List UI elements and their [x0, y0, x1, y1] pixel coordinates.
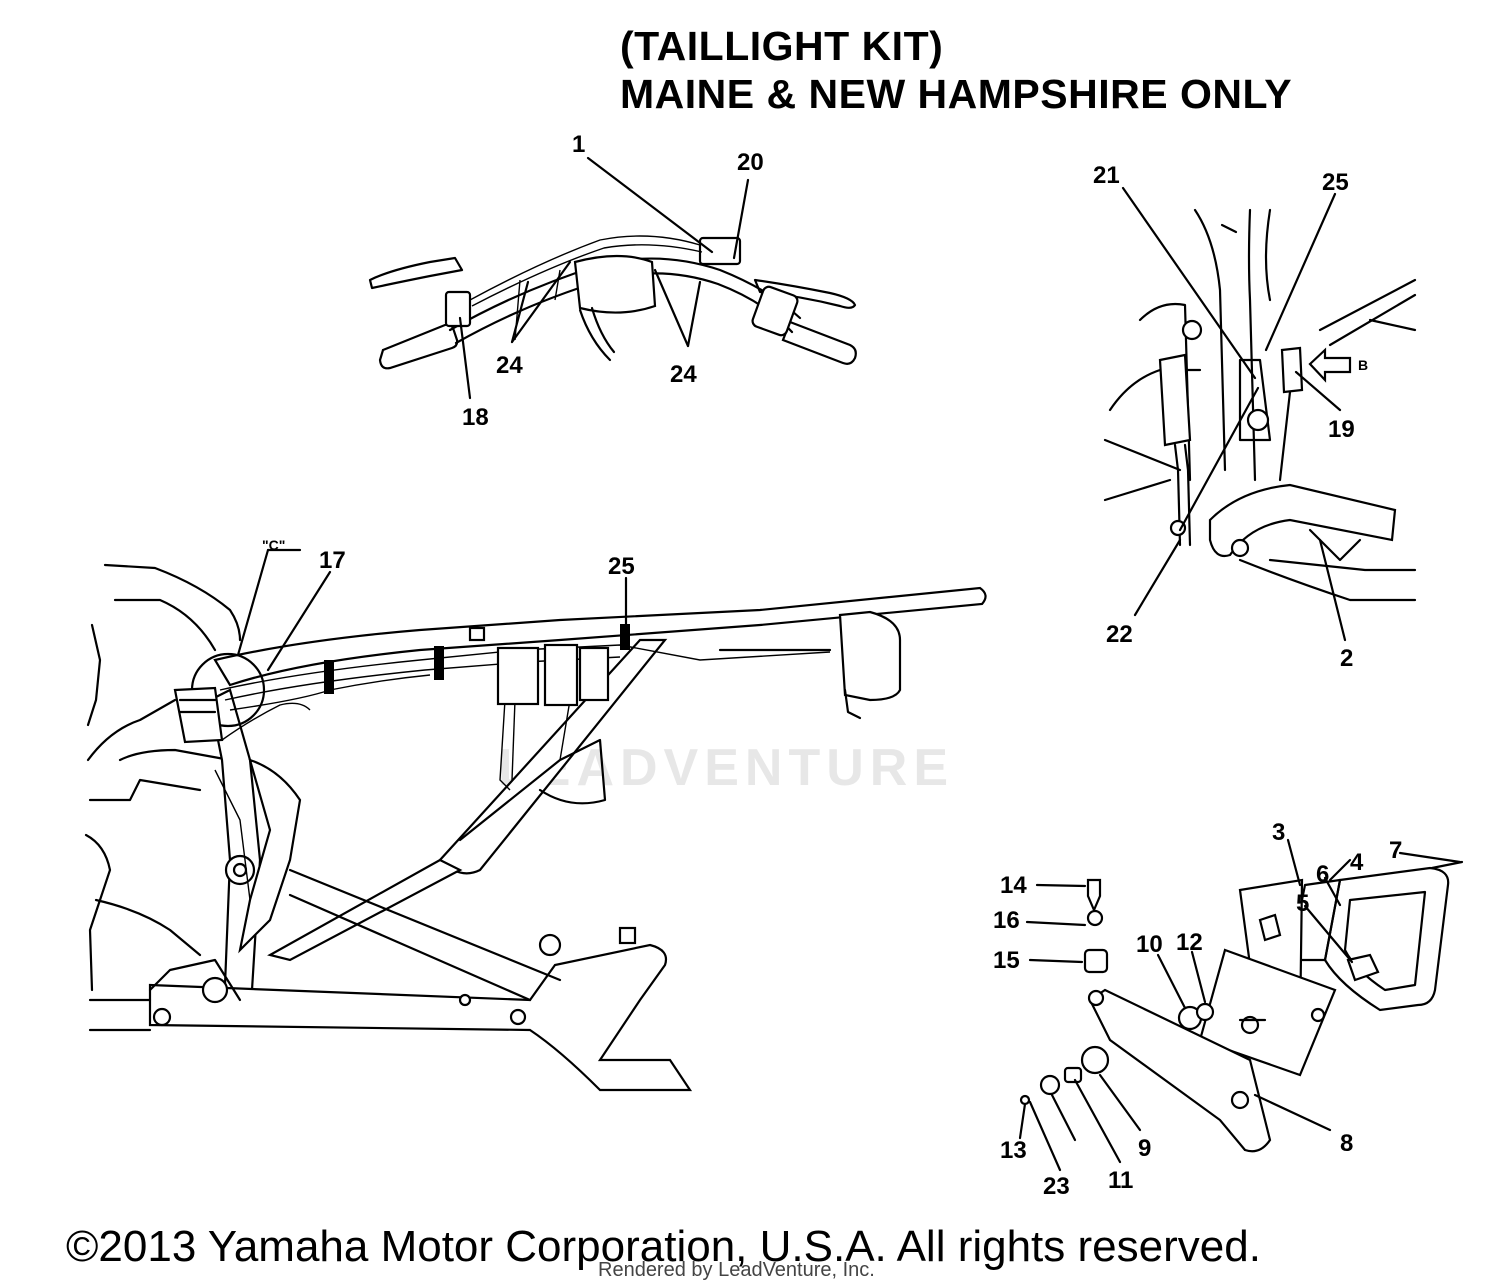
clamp	[324, 660, 334, 694]
callout-17: 17	[319, 547, 346, 574]
screw-7	[1258, 913, 1282, 942]
left-lever	[368, 256, 464, 290]
callout-15: 15	[993, 947, 1020, 974]
detail-c-label: "C"	[262, 537, 285, 553]
left-grip	[378, 323, 459, 370]
callout-4: 4	[1350, 849, 1364, 876]
master-cylinder	[698, 236, 742, 266]
arrow-b-label: B	[1358, 357, 1368, 373]
callout-18: 18	[462, 404, 489, 431]
callout-16: 16	[993, 907, 1020, 934]
callout-9: 9	[1138, 1135, 1151, 1162]
callout-25-rear: 25	[1322, 169, 1349, 196]
callout-20: 20	[737, 149, 764, 176]
callout-19: 19	[1328, 416, 1355, 443]
title-line-1: (TAILLIGHT KIT)	[620, 23, 944, 69]
callout-7: 7	[1389, 837, 1402, 864]
callout-10: 10	[1136, 931, 1163, 958]
switch-19	[1280, 346, 1304, 394]
washer-16	[1086, 909, 1104, 927]
grommet-9	[1080, 1045, 1110, 1075]
collar-11	[1063, 1066, 1083, 1084]
callout-24-right: 24	[670, 361, 697, 388]
washer-23	[1039, 1074, 1061, 1096]
copyright-notice: ©2013 Yamaha Motor Corporation, U.S.A. A…	[66, 1222, 1261, 1271]
bulb	[1346, 953, 1380, 982]
relay-2	[543, 643, 579, 707]
callout-3: 3	[1272, 819, 1285, 846]
rendered-by-note: Rendered by LeadVenture, Inc.	[598, 1259, 875, 1281]
callout-14: 14	[1000, 872, 1027, 899]
callout-2: 2	[1340, 645, 1353, 672]
left-switch	[444, 290, 472, 328]
callout-1: 1	[572, 131, 585, 158]
frame-assembly	[84, 548, 987, 1092]
arrow-b	[1308, 347, 1352, 383]
pivot-hole	[1181, 319, 1203, 341]
mounting-bracket	[1088, 988, 1272, 1153]
relay-1	[496, 646, 540, 706]
right-lever	[753, 278, 857, 309]
callout-21: 21	[1093, 162, 1120, 189]
callout-6: 6	[1316, 861, 1329, 888]
right-switch	[751, 285, 799, 337]
callout-24-left: 24	[496, 352, 523, 379]
diagram-title: (TAILLIGHT KIT) MAINE & NEW HAMPSHIRE ON…	[620, 22, 1292, 118]
relay-3	[578, 646, 610, 702]
collar-15	[1083, 948, 1109, 974]
washer-12	[1195, 1002, 1215, 1022]
callout-11: 11	[1108, 1167, 1133, 1194]
right-grip	[781, 320, 857, 365]
connector-block	[173, 686, 224, 744]
callout-5: 5	[1296, 890, 1309, 917]
nut-13	[1019, 1094, 1031, 1106]
lower-arm	[1208, 483, 1397, 558]
clamp-25	[620, 624, 630, 650]
center-clamp	[573, 254, 657, 314]
callout-22: 22	[1106, 621, 1133, 648]
rear-switch-body	[1158, 353, 1192, 447]
callout-12: 12	[1176, 929, 1203, 956]
rear-bracket-assembly	[1103, 186, 1417, 642]
callout-25-frame: 25	[608, 553, 635, 580]
clamp	[434, 646, 444, 680]
upper-frame-rail	[213, 586, 987, 687]
taillight-assembly	[1018, 838, 1464, 1172]
swing-arm	[148, 943, 693, 1092]
title-line-2: MAINE & NEW HAMPSHIRE ONLY	[620, 71, 1293, 117]
callout-13: 13	[1000, 1137, 1027, 1164]
handlebar-assembly	[368, 156, 857, 400]
bolt-14	[1086, 878, 1102, 913]
tail-housing	[838, 610, 902, 702]
callout-8: 8	[1340, 1130, 1353, 1157]
callout-23: 23	[1043, 1173, 1070, 1200]
